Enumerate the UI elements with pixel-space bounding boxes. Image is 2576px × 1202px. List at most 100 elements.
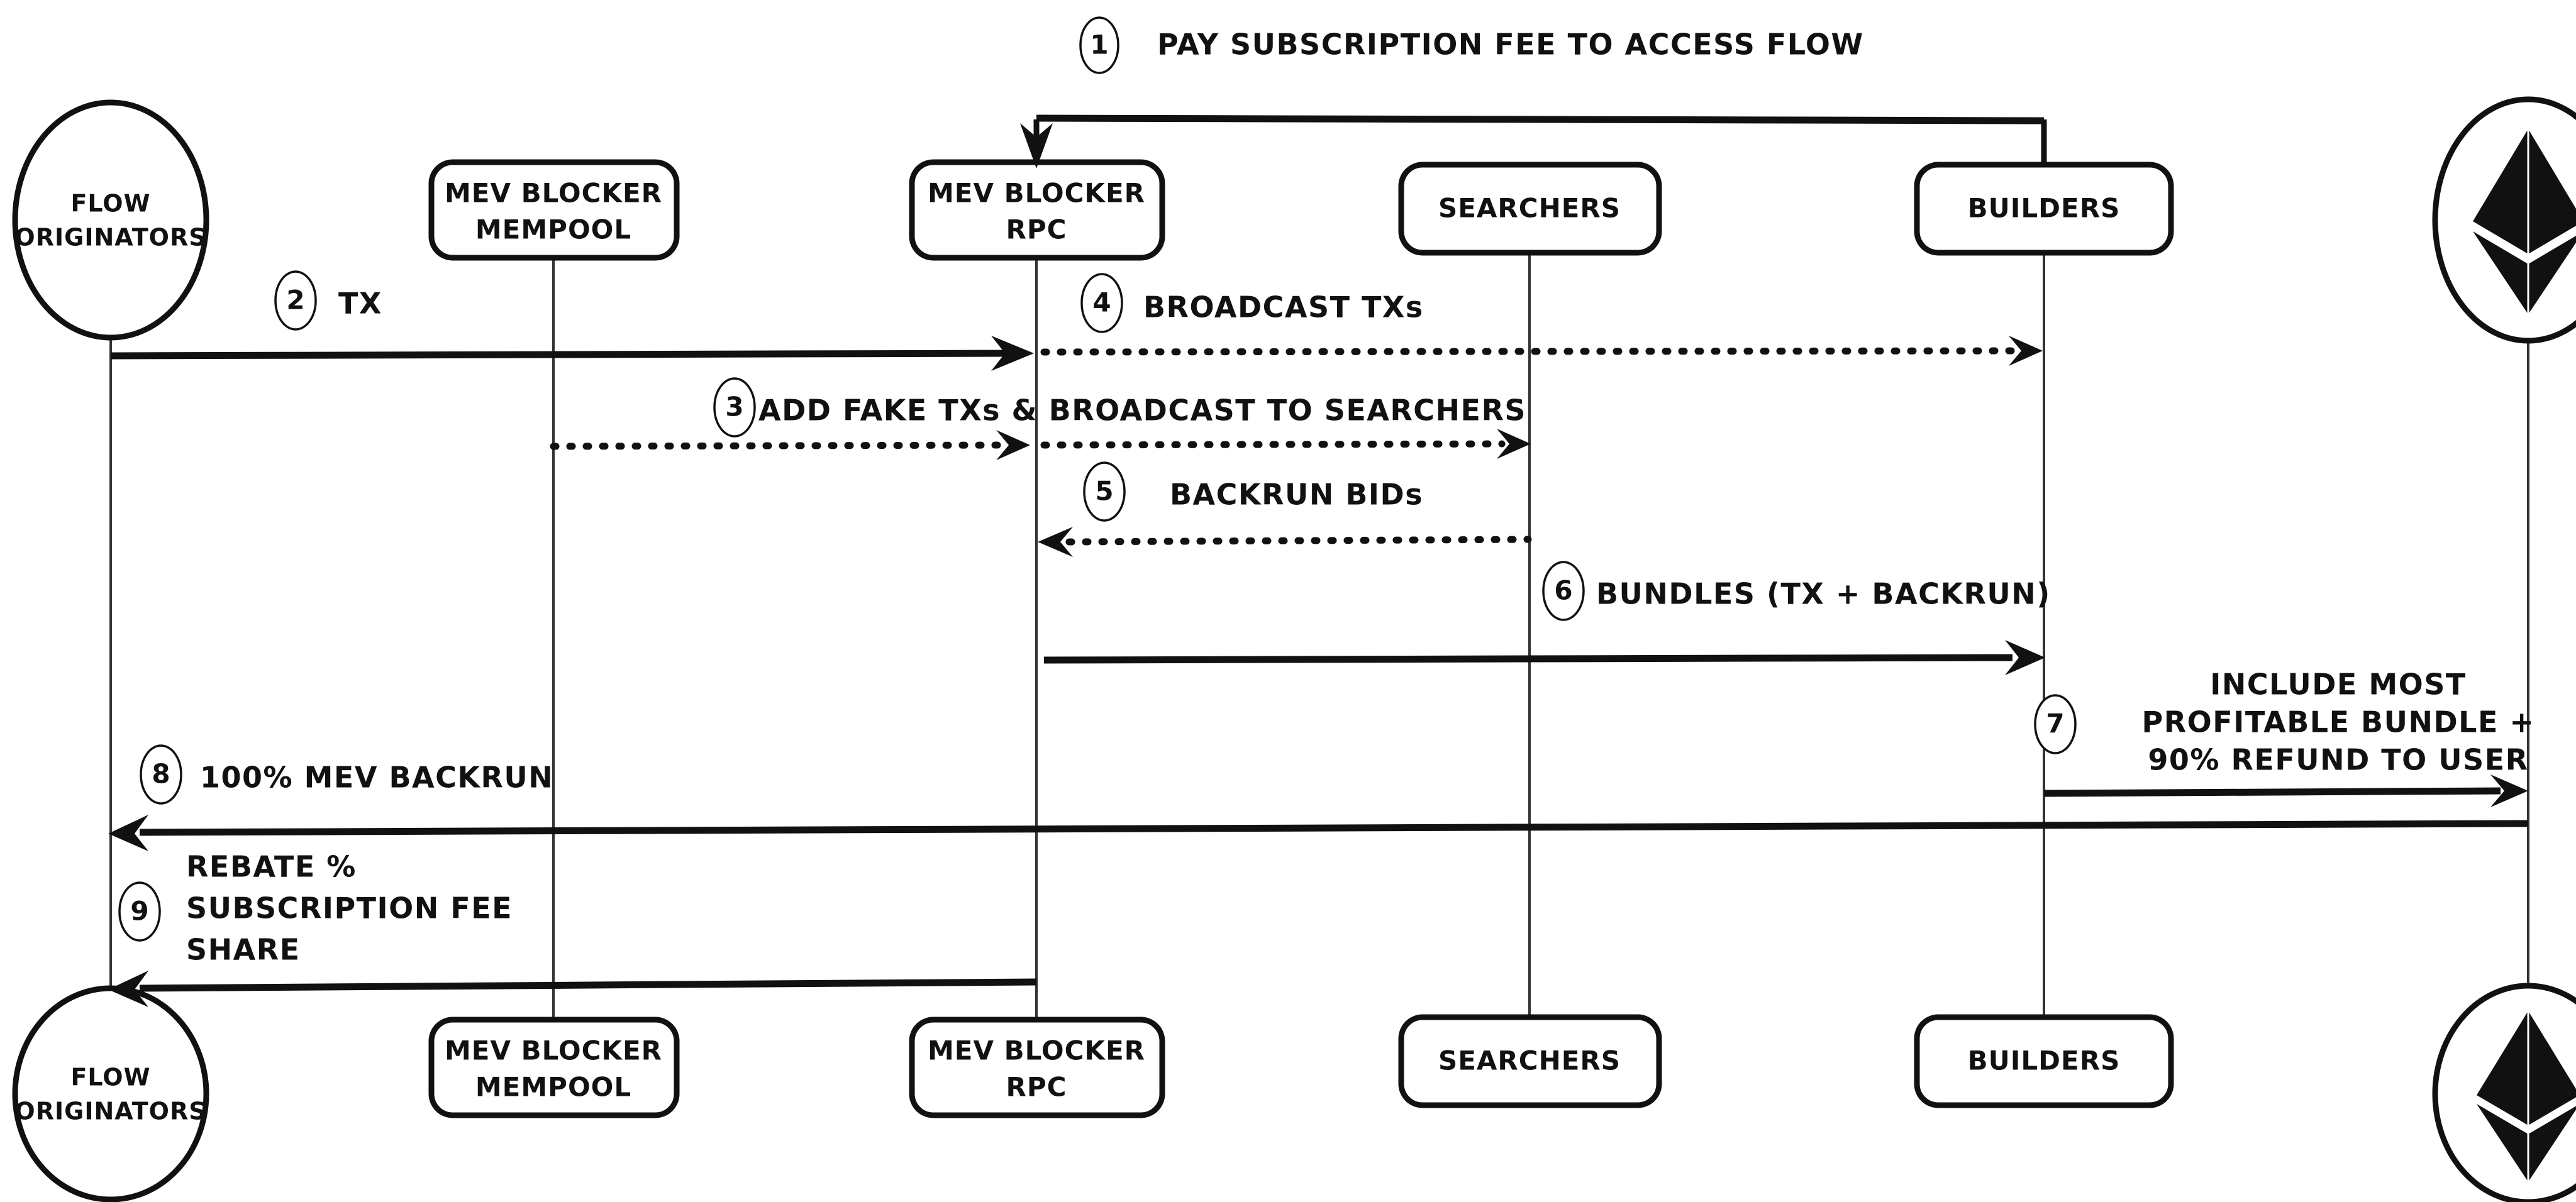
message-2-line [110, 350, 1009, 360]
message-3-number-ellipse [713, 377, 756, 438]
message-5-number: 5 [1095, 476, 1113, 507]
message-9-label-line3: SHARE [186, 933, 301, 967]
participant-foot-mev-blocker-mempool[interactable]: MEV BLOCKER MEMPOOL [428, 1017, 680, 1118]
message-5[interactable]: 5 BACKRUN BIDs [1038, 461, 1532, 557]
message-8-arrowhead [108, 815, 148, 851]
message-9-number-ellipse [118, 881, 161, 942]
message-8-number: 8 [152, 759, 170, 790]
message-1[interactable]: 1 PAY SUBSCRIPTION FEE TO ACCESS FLOW [1020, 16, 2047, 168]
message-1-number-ellipse [1079, 16, 1119, 74]
message-1-label: PAY SUBSCRIPTION FEE TO ACCESS FLOW [1157, 28, 1864, 62]
participant-foot-flow-originators[interactable]: FLOW ORIGINATORS [12, 985, 209, 1202]
message-9-label-line1: REBATE % [186, 850, 357, 884]
message-3-line-a [550, 441, 1005, 450]
message-2-label: TX [338, 287, 382, 321]
message-6[interactable]: 6 BUNDLES (TX + BACKRUN) [1043, 561, 2051, 675]
participant-foot-searchers[interactable]: SEARCHERS [1398, 1014, 1662, 1108]
message-7-label-line1: INCLUDE MOST [2210, 668, 2466, 702]
message-9-line [139, 978, 1037, 992]
message-1-number: 1 [1090, 30, 1108, 60]
message-3-arrowhead-a [996, 430, 1030, 460]
message-9[interactable]: 9 REBATE % SUBSCRIPTION FEE SHARE [108, 850, 1037, 1008]
mev-blocker-mempool-label-bottom-line2: MEMPOOL [475, 1072, 631, 1103]
message-6-arrowhead [2005, 640, 2045, 675]
message-4-arrowhead [2009, 336, 2043, 366]
mev-blocker-rpc-label-line2: RPC [1006, 214, 1067, 245]
flow-originators-ellipse [12, 99, 209, 341]
message-2[interactable]: 2 TX [110, 270, 1034, 371]
message-7-line [2043, 787, 2501, 797]
message-7-arrowhead [2490, 775, 2528, 807]
message-8-line [139, 820, 2529, 836]
mev-blocker-mempool-box [428, 159, 680, 261]
message-4[interactable]: 4 BROADCAST TXs [1040, 273, 2043, 366]
searchers-label-bottom: SEARCHERS [1438, 1045, 1621, 1076]
message-5-number-ellipse [1083, 461, 1126, 522]
message-6-line [1043, 654, 2013, 664]
searchers-box-bottom [1398, 1014, 1662, 1108]
message-4-line [1040, 347, 2019, 356]
message-4-label: BROADCAST TXs [1143, 290, 1424, 324]
message-7-number: 7 [2046, 709, 2064, 739]
ethereum-logo-icon [2473, 129, 2576, 314]
message-9-number: 9 [130, 896, 148, 927]
message-4-number: 4 [1092, 287, 1111, 318]
message-7-label-line3: 90% REFUND TO USER [2148, 743, 2528, 777]
participant-foot-mev-blocker-rpc[interactable]: MEV BLOCKER RPC [909, 1017, 1165, 1118]
participant-head-mev-blocker-rpc[interactable]: MEV BLOCKER RPC [909, 159, 1165, 261]
flow-originators-ellipse-bottom [12, 985, 209, 1202]
searchers-label: SEARCHERS [1438, 193, 1621, 224]
message-8-number-ellipse [140, 744, 182, 805]
message-6-number: 6 [1554, 575, 1572, 606]
message-6-label: BUNDLES (TX + BACKRUN) [1596, 577, 2051, 611]
message-9-arrowhead [108, 971, 148, 1007]
message-8[interactable]: 8 100% MEV BACKRUN [108, 744, 2529, 851]
message-2-number-ellipse [274, 270, 317, 331]
searchers-box [1398, 162, 1662, 256]
message-7[interactable]: 7 INCLUDE MOST PROFITABLE BUNDLE + 90% R… [2034, 668, 2535, 808]
participant-head-mev-blocker-mempool[interactable]: MEV BLOCKER MEMPOOL [428, 159, 680, 261]
message-5-line [1065, 536, 1532, 546]
participant-foot-ethereum[interactable] [2432, 983, 2576, 1202]
flow-originators-label-bottom-line2: ORIGINATORS [14, 1098, 206, 1125]
mev-blocker-mempool-label-bottom-line1: MEV BLOCKER [445, 1035, 662, 1066]
message-4-number-ellipse [1080, 273, 1123, 333]
mev-blocker-rpc-label-bottom-line2: RPC [1006, 1072, 1067, 1103]
flow-originators-label-line1: FLOW [70, 190, 150, 218]
message-1-arrowhead [1020, 123, 1053, 168]
message-9-label-line2: SUBSCRIPTION FEE [186, 891, 513, 925]
flow-originators-label-line2: ORIGINATORS [14, 224, 206, 251]
message-3-number: 3 [725, 392, 743, 422]
message-3-label: ADD FAKE TXs & BROADCAST TO SEARCHERS [758, 394, 1526, 427]
mev-blocker-mempool-label-line2: MEMPOOL [475, 214, 631, 245]
message-2-arrowhead [991, 336, 1034, 371]
message-3-line-b [1040, 440, 1506, 449]
message-3-arrowhead-b [1497, 429, 1531, 459]
message-1-bracket [1036, 114, 2045, 124]
participant-head-flow-originators[interactable]: FLOW ORIGINATORS [12, 99, 209, 341]
builders-box [1914, 162, 2174, 256]
participant-foot-builders[interactable]: BUILDERS [1914, 1014, 2174, 1108]
builders-label-bottom: BUILDERS [1968, 1045, 2121, 1076]
flow-originators-label-bottom-line1: FLOW [70, 1064, 150, 1091]
message-8-label: 100% MEV BACKRUN [200, 761, 553, 795]
participant-head-builders[interactable]: BUILDERS [1914, 162, 2174, 256]
ethereum-logo-icon-bottom [2477, 1011, 2576, 1182]
builders-box-bottom [1914, 1014, 2174, 1108]
message-2-number: 2 [286, 285, 304, 316]
participant-head-searchers[interactable]: SEARCHERS [1398, 162, 1662, 256]
mev-blocker-mempool-box-bottom [428, 1017, 680, 1118]
mev-blocker-rpc-box-bottom [909, 1017, 1165, 1118]
message-6-number-ellipse [1542, 561, 1585, 621]
mev-blocker-rpc-label-line1: MEV BLOCKER [928, 178, 1145, 209]
message-5-label: BACKRUN BIDs [1170, 478, 1423, 512]
message-3[interactable]: 3 ADD FAKE TXs & BROADCAST TO SEARCHERS [550, 377, 1531, 460]
message-7-number-ellipse [2034, 694, 2077, 754]
builders-label: BUILDERS [1968, 193, 2121, 224]
message-7-label-line2: PROFITABLE BUNDLE + [2142, 705, 2535, 739]
participant-head-ethereum[interactable] [2432, 96, 2576, 344]
message-5-arrowhead [1038, 527, 1073, 557]
mev-blocker-rpc-label-bottom-line1: MEV BLOCKER [928, 1035, 1145, 1066]
